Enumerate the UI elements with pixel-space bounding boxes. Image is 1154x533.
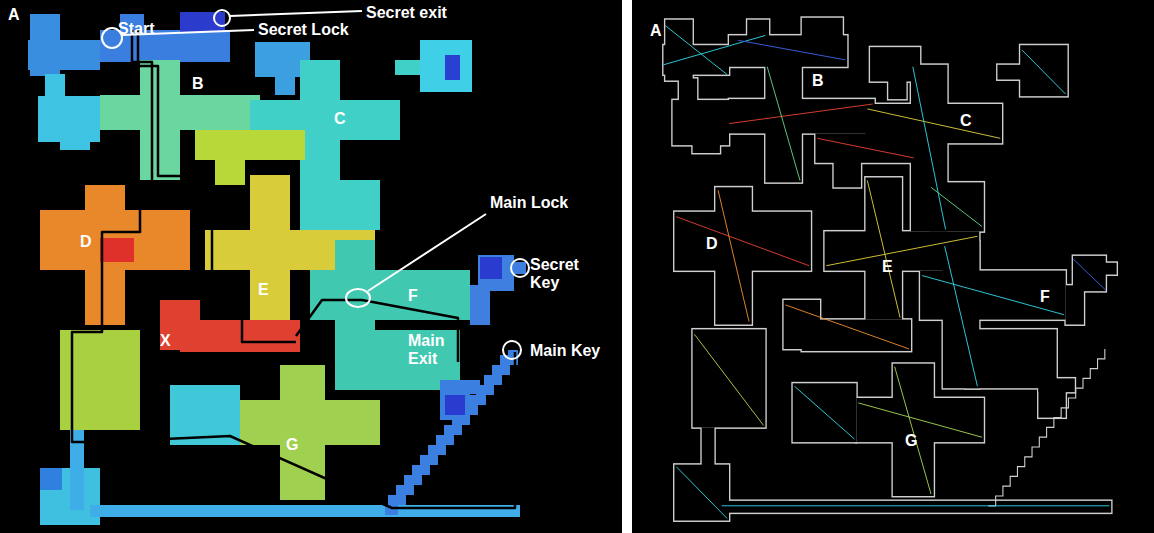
sight-lines	[663, 26, 1109, 519]
room	[160, 300, 300, 352]
map-label: B	[812, 72, 824, 90]
staircase-outline	[988, 349, 1104, 506]
sight-line	[913, 67, 946, 230]
sight-line	[895, 367, 931, 494]
map-label: Main Lock	[490, 194, 568, 212]
map-label: B	[192, 75, 204, 93]
room	[470, 255, 526, 325]
sight-line	[738, 40, 845, 60]
sight-line	[729, 104, 873, 124]
sight-line	[931, 187, 982, 226]
room-core	[480, 257, 502, 279]
room	[38, 74, 100, 150]
room	[180, 12, 225, 32]
leader-line	[230, 11, 362, 16]
staircase-corridor	[385, 350, 513, 510]
panel-ground	[632, 0, 1154, 533]
callout-circle	[503, 341, 521, 359]
sight-line	[718, 190, 749, 321]
map-label: Secret Key	[530, 256, 580, 291]
sight-line	[867, 180, 900, 317]
map-label: C	[960, 112, 972, 130]
room-core	[445, 55, 460, 80]
sight-line	[945, 246, 978, 386]
map-label: A	[650, 22, 662, 40]
route-line	[72, 30, 515, 508]
sight-line	[722, 505, 1110, 506]
room-core	[445, 395, 465, 415]
map-label: E	[882, 258, 893, 276]
map-label: G	[905, 432, 917, 450]
leader-line	[368, 214, 486, 291]
sight-line	[1022, 50, 1066, 94]
sight-line	[795, 386, 855, 439]
map-label: D	[706, 235, 718, 253]
sight-line	[665, 26, 727, 75]
callout-marks	[102, 10, 529, 359]
callout-circle	[511, 259, 529, 277]
room	[240, 365, 380, 500]
callout-circle	[346, 289, 370, 307]
sight-line	[767, 67, 800, 181]
room	[420, 40, 472, 92]
room	[28, 14, 100, 76]
map-label: C	[334, 110, 346, 128]
room-core	[40, 468, 62, 490]
sight-line	[858, 403, 982, 437]
callout-circle	[214, 10, 230, 26]
sight-line	[676, 217, 809, 266]
room-fill	[663, 18, 1116, 521]
map-label: G	[286, 436, 298, 454]
map-label: F	[408, 287, 418, 305]
map-label: Start	[118, 20, 154, 38]
room	[440, 380, 480, 420]
map-label: X	[160, 332, 171, 350]
map-label: Secret Lock	[258, 21, 349, 39]
panel-ground	[0, 0, 622, 533]
sight-line	[785, 305, 909, 349]
map-label: Main Exit	[408, 332, 452, 367]
sight-line	[826, 236, 977, 265]
sight-line	[867, 109, 1000, 138]
map-label: D	[80, 233, 92, 251]
hot-spot	[100, 238, 134, 262]
map-label: E	[258, 281, 269, 299]
map-label: Main Key	[530, 342, 600, 360]
outline-map	[663, 18, 1116, 521]
sight-line	[1073, 259, 1106, 290]
map-label: Secret exit	[366, 4, 447, 22]
room-outline	[663, 18, 1116, 521]
sight-line	[663, 35, 765, 64]
route-path	[72, 30, 515, 508]
route-line	[138, 30, 296, 342]
sight-line	[817, 138, 913, 158]
sight-line	[676, 467, 727, 519]
sight-line	[922, 276, 1064, 315]
map-label: A	[8, 6, 20, 24]
sight-line	[694, 334, 763, 425]
map-label: F	[1040, 288, 1050, 306]
